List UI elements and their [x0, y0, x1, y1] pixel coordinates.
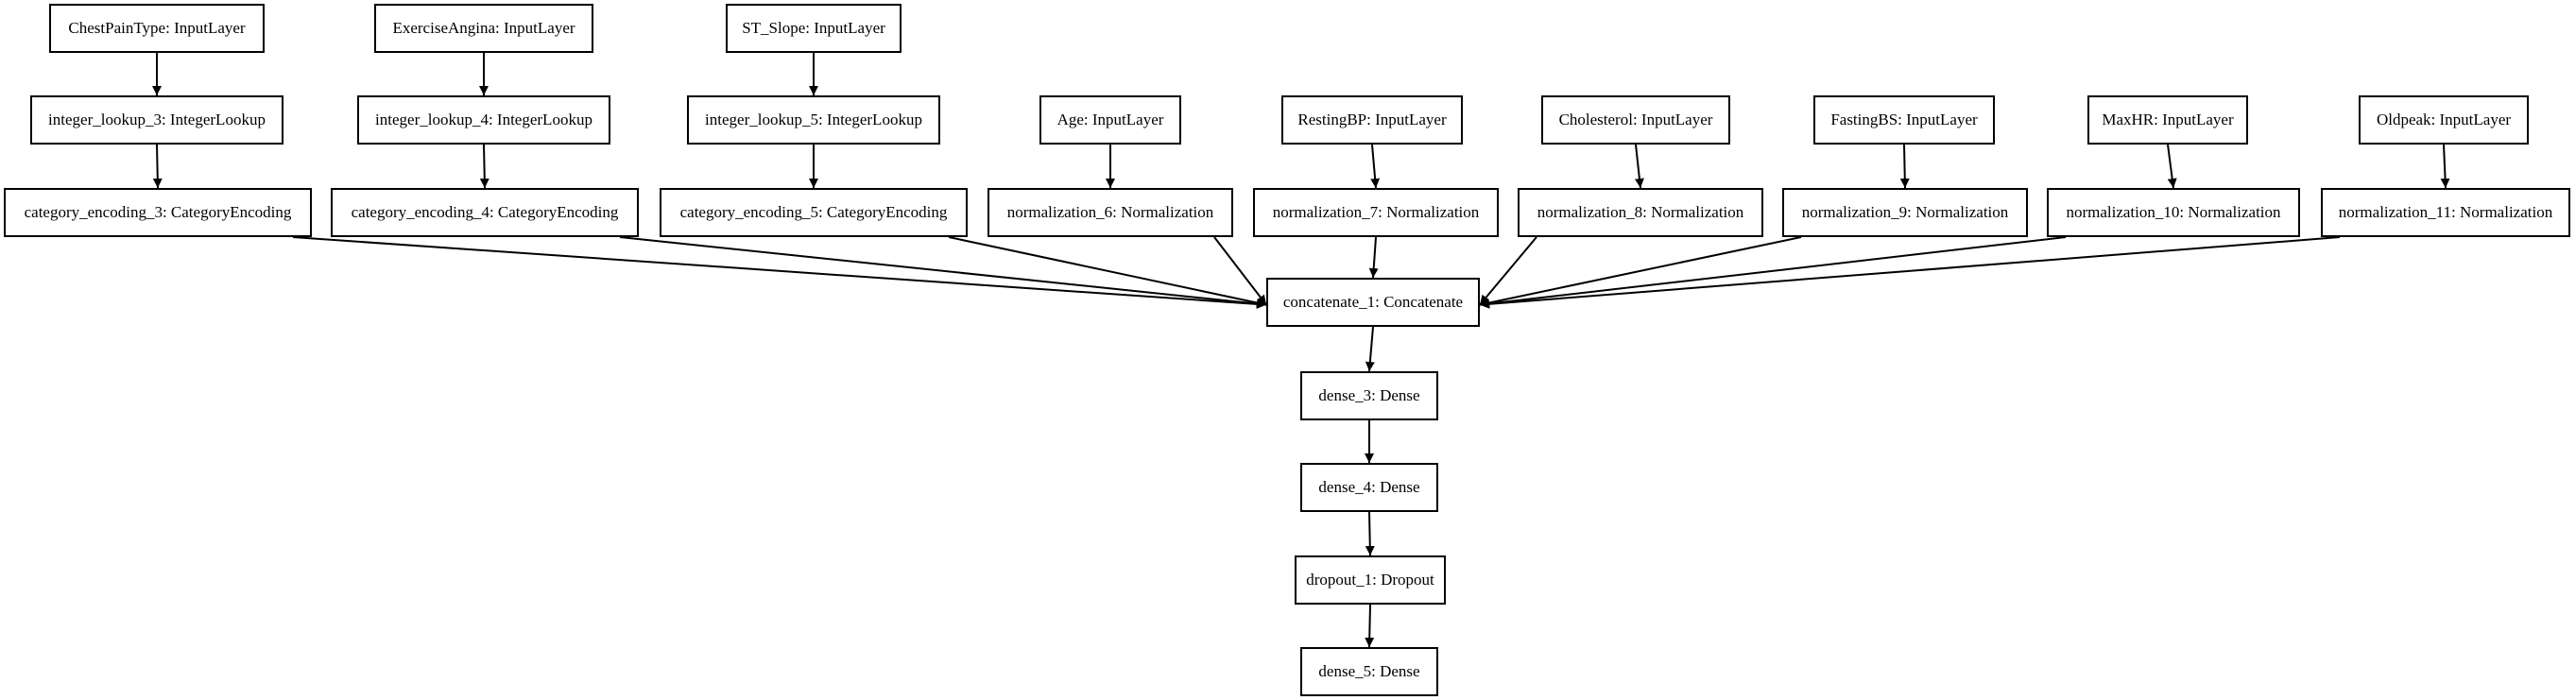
- node-dropout-1: dropout_1: Dropout: [1295, 555, 1446, 605]
- node-normalization-7: normalization_7: Normalization: [1253, 188, 1499, 237]
- node-concatenate-1: concatenate_1: Concatenate: [1266, 278, 1480, 327]
- node-integer-lookup-5: integer_lookup_5: IntegerLookup: [687, 95, 940, 145]
- node-oldpeak-input: Oldpeak: InputLayer: [2359, 95, 2529, 145]
- node-category-encoding-4: category_encoding_4: CategoryEncoding: [331, 188, 639, 237]
- node-normalization-9: normalization_9: Normalization: [1782, 188, 2028, 237]
- node-normalization-6: normalization_6: Normalization: [987, 188, 1233, 237]
- edge-oldpeak_input-to-normalization_11: [2440, 144, 2450, 189]
- node-normalization-11: normalization_11: Normalization: [2321, 188, 2570, 237]
- edge-normalization_7-to-concatenate_1: [1368, 236, 1379, 279]
- edge-concatenate_1-to-dense_3: [1365, 326, 1375, 372]
- edge-dense_4-to-dropout_1: [1365, 511, 1375, 556]
- edge-restingbp_input-to-normalization_7: [1370, 144, 1381, 189]
- edge-category_encoding_3-to-concatenate_1: [292, 236, 1267, 309]
- node-integer-lookup-3: integer_lookup_3: IntegerLookup: [30, 95, 283, 145]
- node-age-input: Age: InputLayer: [1039, 95, 1181, 145]
- edge-normalization_11-to-concatenate_1: [1479, 236, 2341, 309]
- edge-integer_lookup_4-to-category_encoding_4: [479, 144, 489, 189]
- node-fastingbs-input: FastingBS: InputLayer: [1813, 95, 1995, 145]
- node-chestpaintype-input: ChestPainType: InputLayer: [49, 4, 265, 53]
- node-category-encoding-5: category_encoding_5: CategoryEncoding: [660, 188, 968, 237]
- edge-cholesterol_input-to-normalization_8: [1634, 144, 1644, 189]
- edge-category_encoding_5-to-concatenate_1: [948, 236, 1267, 308]
- node-category-encoding-3: category_encoding_3: CategoryEncoding: [4, 188, 312, 237]
- edge-normalization_10-to-concatenate_1: [1479, 236, 2067, 309]
- node-dense-4: dense_4: Dense: [1300, 463, 1438, 512]
- node-integer-lookup-4: integer_lookup_4: IntegerLookup: [357, 95, 610, 145]
- edge-normalization_9-to-concatenate_1: [1479, 236, 1802, 308]
- edge-normalization_6-to-concatenate_1: [1213, 236, 1267, 306]
- edge-normalization_8-to-concatenate_1: [1479, 236, 1537, 306]
- node-cholesterol-input: Cholesterol: InputLayer: [1541, 95, 1730, 145]
- edge-integer_lookup_3-to-category_encoding_3: [152, 144, 163, 189]
- node-st-slope-input: ST_Slope: InputLayer: [726, 4, 902, 53]
- node-dense-3: dense_3: Dense: [1300, 371, 1438, 420]
- node-exerciseangina-input: ExerciseAngina: InputLayer: [374, 4, 593, 53]
- node-restingbp-input: RestingBP: InputLayer: [1281, 95, 1463, 145]
- node-normalization-8: normalization_8: Normalization: [1518, 188, 1763, 237]
- edge-fastingbs_input-to-normalization_9: [1899, 144, 1910, 189]
- edge-category_encoding_4-to-concatenate_1: [619, 236, 1267, 309]
- node-normalization-10: normalization_10: Normalization: [2047, 188, 2300, 237]
- node-maxhr-input: MaxHR: InputLayer: [2087, 95, 2248, 145]
- node-dense-5: dense_5: Dense: [1300, 647, 1438, 696]
- edge-dropout_1-to-dense_5: [1365, 604, 1375, 648]
- edge-maxhr_input-to-normalization_10: [2167, 144, 2177, 189]
